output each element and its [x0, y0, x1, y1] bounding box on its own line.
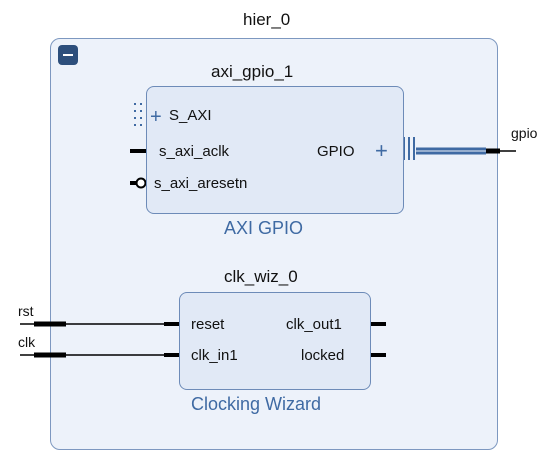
port-reset: reset — [191, 316, 225, 333]
port-s-axi-aresetn: s_axi_aresetn — [154, 175, 248, 192]
axi-gpio-block[interactable] — [146, 86, 404, 214]
external-port-rst[interactable]: rst — [18, 303, 34, 319]
gpio-expand-icon[interactable]: + — [375, 138, 388, 163]
port-clk-out1: clk_out1 — [286, 316, 342, 333]
s-axi-grip-icon — [134, 103, 142, 126]
external-port-clk[interactable]: clk — [18, 334, 36, 350]
port-locked: locked — [301, 347, 345, 364]
hierarchy-name: hier_0 — [243, 10, 291, 29]
s-axi-aresetn-pin[interactable] — [130, 177, 147, 189]
gpio-bus-icon[interactable] — [403, 137, 500, 160]
axi-gpio-ip-title: AXI GPIO — [224, 218, 304, 238]
wiring — [20, 103, 516, 358]
port-s-axi-aclk: s_axi_aclk — [159, 143, 230, 160]
external-port-gpio[interactable]: gpio — [511, 125, 538, 141]
clk-wiz-block[interactable] — [179, 292, 371, 390]
collapse-icon[interactable] — [58, 45, 78, 65]
clk-wiz-ip-title: Clocking Wizard — [191, 394, 322, 414]
clk-wiz-instance-name: clk_wiz_0 — [224, 267, 298, 286]
port-s-axi: S_AXI — [169, 107, 212, 124]
axi-gpio-instance-name: axi_gpio_1 — [211, 62, 294, 81]
port-clk-in1: clk_in1 — [191, 347, 238, 364]
s-axi-expand-icon[interactable]: + — [150, 106, 162, 128]
port-gpio: GPIO — [317, 143, 355, 160]
